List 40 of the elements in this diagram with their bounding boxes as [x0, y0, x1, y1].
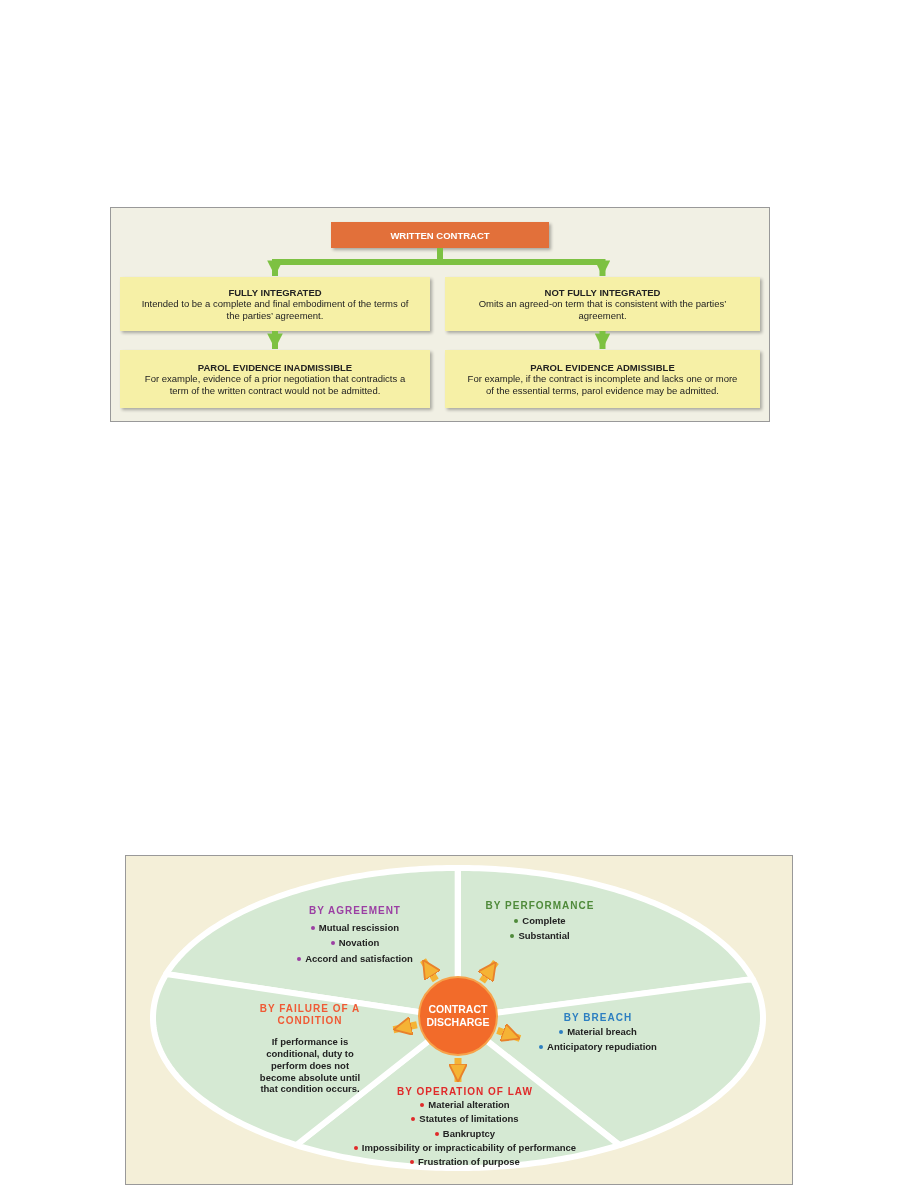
arrow: [448, 1058, 468, 1083]
info-box: [120, 277, 430, 331]
bullet-text: Anticipatory repudiation: [547, 1041, 657, 1052]
arrow: [392, 1016, 418, 1036]
bullet-text: Bankruptcy: [442, 1128, 496, 1139]
bullet-text: Novation: [338, 937, 380, 948]
bullet-text: Material breach: [567, 1026, 637, 1037]
info-box: [445, 350, 760, 408]
box-description: Omits an agreed-on term that is consistent with the parties’ agreement.: [477, 298, 728, 321]
box-heading: PAROL EVIDENCE INADMISSIBLE: [197, 362, 353, 374]
arrow: [267, 331, 283, 349]
box-description: For example, if the contract is incomplete and lacks one or more of the essential terms, parol evidence may be admitted.: [466, 373, 739, 396]
arrow: [477, 959, 499, 984]
segment-heading: BY BREACH: [562, 1012, 634, 1025]
box-heading: FULLY INTEGRATED: [228, 287, 322, 299]
bullet-text: Impossibility or impracticability of performance: [361, 1142, 577, 1153]
bullet-text: Complete: [522, 915, 566, 926]
box-description: Intended to be a complete and final embodiment of the terms of the parties’ agreement.: [140, 298, 410, 321]
arrow: [420, 958, 442, 983]
arrow: [594, 331, 611, 349]
bullet-text: Mutual rescission: [318, 922, 400, 933]
box-heading: NOT FULLY INTEGRATED: [544, 287, 661, 299]
segment-heading: BY PERFORMANCE: [484, 900, 596, 913]
bullet-text: Substantial: [518, 930, 570, 941]
info-box: [120, 350, 430, 408]
info-box: [445, 277, 760, 331]
arrow: [437, 248, 611, 276]
segment-description: If performance is conditional, duty to perform does not become absolute until that condition occurs.: [258, 1036, 362, 1096]
title-box: [331, 222, 549, 248]
circle-label: CONTRACT DISCHARGE: [425, 1002, 491, 1030]
segment-heading: BY AGREEMENT: [307, 905, 402, 918]
segment-heading: BY FAILURE OF A CONDITION: [258, 1003, 362, 1028]
bullet-text: Material alteration: [428, 1099, 510, 1110]
bullet-text: Accord and satisfaction: [305, 953, 413, 964]
box-heading: WRITTEN CONTRACT: [390, 229, 490, 241]
bullet-text: Statutes of limitations: [419, 1113, 519, 1124]
box-heading: PAROL EVIDENCE ADMISSIBLE: [530, 362, 675, 374]
box-description: For example, evidence of a prior negotiation that contradicts a term of the written contract would not be admitted.: [143, 373, 407, 396]
arrow: [496, 1022, 522, 1042]
bullet-text: Frustration of purpose: [418, 1156, 520, 1167]
